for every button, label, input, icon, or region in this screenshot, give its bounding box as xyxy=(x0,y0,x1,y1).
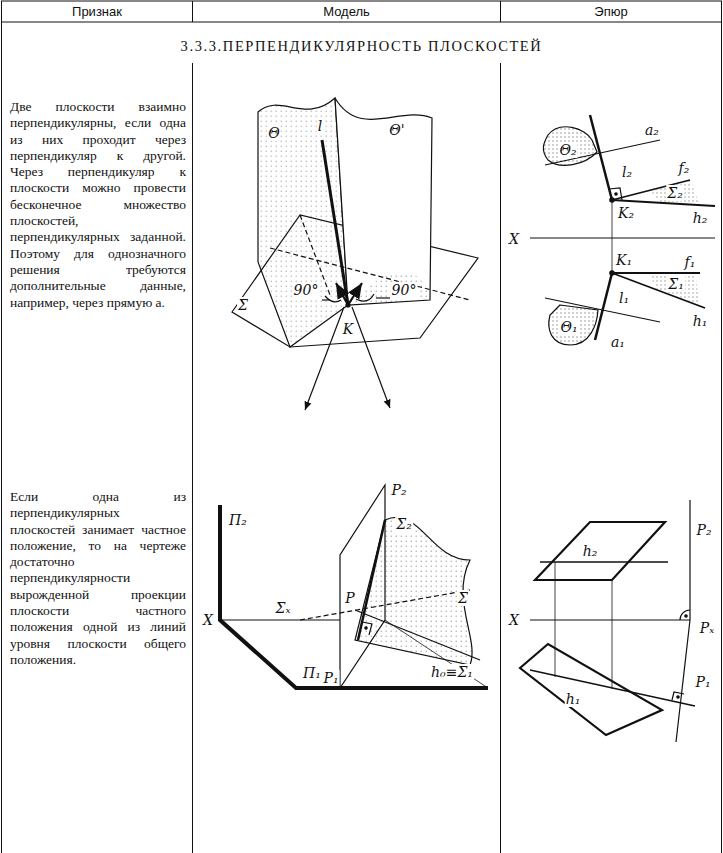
drawing-label: P₂ xyxy=(390,482,407,498)
drawing-label: h₂ xyxy=(582,543,599,559)
drawing-label: h₂ xyxy=(692,210,709,226)
drawing-label: X xyxy=(202,612,214,628)
drawing-label: a₂ xyxy=(644,122,660,138)
drawing-label: P₁ xyxy=(694,674,711,690)
drawing-label: Σ₂ xyxy=(666,185,684,201)
text-cell-text: Две плоскости взаимно перпендикулярны, е… xyxy=(10,99,186,311)
drawing-label: P₁ xyxy=(322,670,339,686)
drawing-label: K xyxy=(342,321,354,337)
header-cell-text: Эпюр xyxy=(502,3,720,20)
header-cell: Эпюр xyxy=(502,3,720,21)
drawing-label: X xyxy=(508,231,520,247)
title-band: 3.3.3.ПЕРПЕНДИКУЛЯРНОСТЬ ПЛОСКОСТЕЙ xyxy=(3,35,720,57)
header-cell: Признак xyxy=(3,3,191,21)
drawing-label: K₂ xyxy=(617,205,635,221)
epure-two xyxy=(520,500,695,742)
text-cell-text: Если одна из перпендикулярных плоскостей… xyxy=(10,489,186,668)
drawing-label: Σ₁ xyxy=(667,276,685,292)
drawing-label: K₁ xyxy=(615,252,633,268)
header-cell: Модель xyxy=(194,3,499,21)
drawing-label: Θ xyxy=(267,125,280,141)
drawing-label: Σ₂ xyxy=(395,516,413,532)
drawing-label: Σ xyxy=(237,297,249,313)
model-two xyxy=(220,485,488,688)
drawing-label: P xyxy=(344,590,355,606)
drawing-label: Pₓ xyxy=(699,620,715,636)
drawing-label: l xyxy=(317,118,323,134)
drawing-label: l₁ xyxy=(618,290,630,306)
drawing-label: h₁ xyxy=(692,313,709,329)
drawing-label: Θ₂ xyxy=(558,142,577,158)
drawing-label: 90° xyxy=(293,282,320,298)
drawing-label: l₂ xyxy=(621,164,633,180)
drawing-label: Π₁ xyxy=(302,665,322,681)
header-cell-text: Признак xyxy=(3,3,191,20)
drawing-label: Π₂ xyxy=(228,512,248,528)
drawing-label: h₀≡Σ₁ xyxy=(430,664,474,680)
header-cell-text: Модель xyxy=(194,3,499,20)
drawing-label: 90° xyxy=(391,282,418,298)
text-cell: Если одна из перпендикулярных плоскостей… xyxy=(8,487,188,717)
drawing-label: Θ₁ xyxy=(559,319,578,335)
title-band-text: 3.3.3.ПЕРПЕНДИКУЛЯРНОСТЬ ПЛОСКОСТЕЙ xyxy=(5,37,718,55)
text-cell: Две плоскости взаимно перпендикулярны, е… xyxy=(8,97,188,417)
drawing-label: f₁ xyxy=(684,254,697,270)
drawing-label: X xyxy=(508,612,520,628)
drawing-label: a₁ xyxy=(610,334,626,350)
epure-one xyxy=(530,115,715,345)
drawing-label: h₁ xyxy=(565,691,582,707)
drawing-label: f₂ xyxy=(678,160,691,176)
model-one xyxy=(232,98,478,410)
drawing-label: Σₓ xyxy=(275,600,292,616)
drawing-label: Σ xyxy=(457,590,469,606)
drawing-label: Θ' xyxy=(388,122,405,138)
drawing-label: P₂ xyxy=(695,522,712,538)
